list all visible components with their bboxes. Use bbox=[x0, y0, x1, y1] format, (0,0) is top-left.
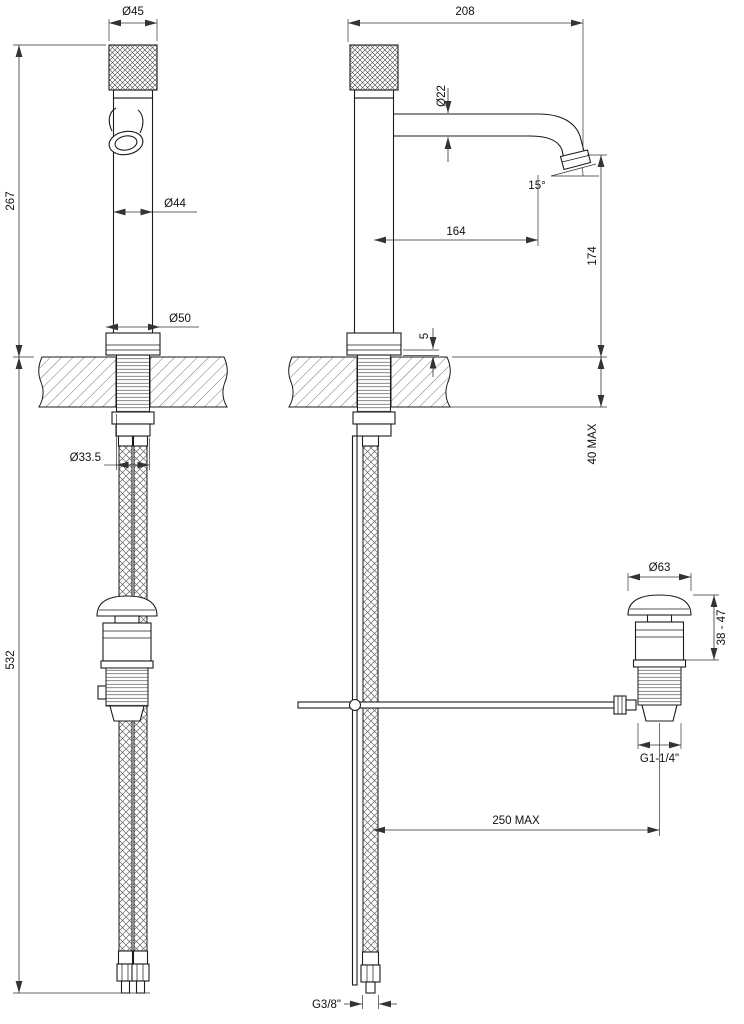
drain-lever-nub-front bbox=[97, 685, 107, 700]
faucet-side bbox=[346, 44, 592, 437]
faucet-front bbox=[105, 44, 161, 437]
mounting-shank-side bbox=[357, 354, 391, 413]
dim-dia63-label: Ø63 bbox=[649, 562, 671, 574]
dim-15deg-label: 15° bbox=[528, 180, 545, 192]
drain-lever-nut bbox=[613, 695, 627, 715]
front-view: Ø45 Ø44 Ø50 267 532 Ø33.5 bbox=[5, 6, 228, 994]
popup-drain-front bbox=[96, 595, 158, 722]
front-dimensions: Ø45 Ø44 Ø50 267 532 Ø33.5 bbox=[5, 6, 199, 994]
side-dimensions: 208 Ø22 15° 164 174 5 bbox=[312, 6, 728, 1011]
counter-section-front bbox=[38, 356, 228, 408]
dim-dia50-label: Ø50 bbox=[169, 313, 191, 325]
dim-5-label: 5 bbox=[419, 333, 431, 339]
dim-dia33_5-label: Ø33.5 bbox=[70, 452, 101, 464]
popup-horizontal-rod bbox=[297, 698, 617, 712]
popup-drain-side bbox=[613, 594, 692, 722]
base-flange-front bbox=[105, 332, 161, 356]
counter-section-side bbox=[288, 356, 451, 408]
dim-532-label: 532 bbox=[5, 650, 17, 669]
dim-dia45-label: Ø45 bbox=[122, 6, 144, 18]
dim-174-label: 174 bbox=[587, 246, 599, 266]
dim-267-label: 267 bbox=[5, 191, 17, 210]
flex-hose-side bbox=[360, 435, 381, 994]
dim-dia22-label: Ø22 bbox=[436, 85, 448, 107]
dim-164-label: 164 bbox=[446, 226, 466, 238]
faucet-body-side bbox=[353, 97, 395, 336]
dim-dia44-label: Ø44 bbox=[164, 198, 186, 210]
knurled-handle-front bbox=[108, 44, 158, 91]
mounting-shank-front bbox=[116, 354, 150, 413]
dim-40max-label: 40 MAX bbox=[587, 423, 599, 464]
spout-front bbox=[108, 107, 144, 156]
side-view: 208 Ø22 15° 164 174 5 bbox=[288, 6, 728, 1011]
rod-pivot-ball bbox=[348, 698, 362, 712]
knurled-handle-side bbox=[349, 44, 399, 91]
dim-38-47-label: 38 - 47 bbox=[716, 610, 728, 646]
dim-250max-label: 250 MAX bbox=[492, 815, 540, 827]
dim-208-label: 208 bbox=[455, 6, 474, 18]
spout-side bbox=[393, 113, 592, 171]
aerator-tip bbox=[559, 149, 592, 171]
base-flange-side bbox=[346, 332, 402, 356]
dim-g3-8-label: G3/8" bbox=[312, 999, 341, 1011]
